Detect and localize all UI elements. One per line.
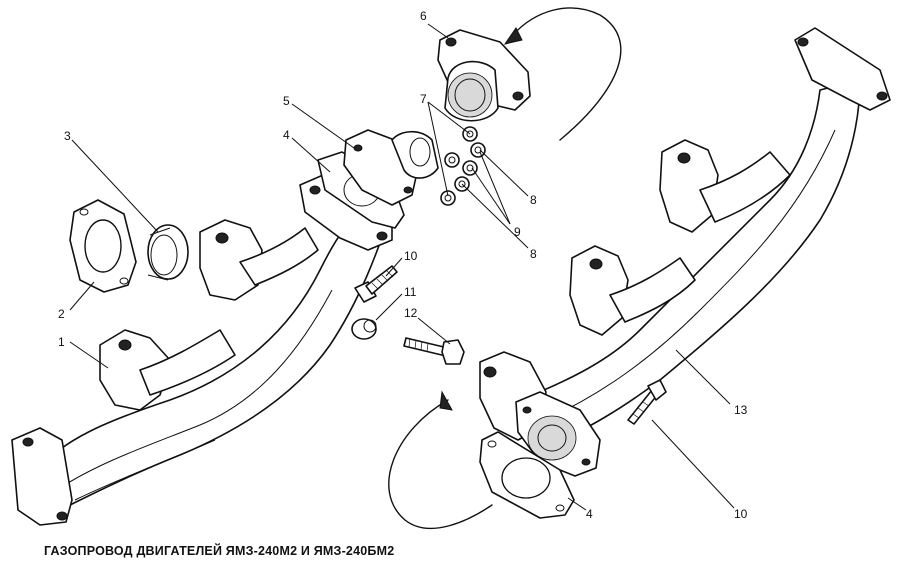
callout-8-bottom: 8 (530, 247, 537, 261)
callout-10-right: 10 (734, 507, 748, 521)
gasket-2 (69, 199, 137, 293)
callout-5: 5 (283, 94, 290, 108)
callout-2: 2 (58, 307, 65, 321)
assembly-arrow-bottom (388, 390, 493, 530)
callout-10-left: 10 (404, 249, 418, 263)
spacer-11 (351, 318, 377, 340)
gasket-4-right (479, 431, 575, 519)
callout-11: 11 (404, 285, 417, 299)
callout-1: 1 (58, 335, 65, 349)
callout-7: 7 (420, 92, 427, 106)
assembly-arrow-top (503, 7, 622, 141)
callout-4-left: 4 (283, 128, 290, 142)
flange-pipe-6 (437, 29, 531, 122)
callout-6: 6 (420, 9, 427, 23)
leader-lines (69, 23, 735, 511)
diagram-caption: ГАЗОПРОВОД ДВИГАТЕЛЕЙ ЯМЗ-240М2 И ЯМЗ-24… (44, 544, 395, 558)
bolt-10-right (627, 379, 667, 425)
bolt-12 (403, 337, 465, 365)
callout-3: 3 (64, 129, 71, 143)
callout-13: 13 (734, 403, 748, 417)
callout-12: 12 (404, 306, 418, 320)
elbow-pipe-5 (343, 129, 439, 206)
right-manifold (479, 27, 891, 477)
callout-4-right: 4 (586, 507, 593, 521)
callout-8-top: 8 (530, 193, 537, 207)
callout-9: 9 (514, 225, 521, 239)
callouts: 1 2 3 4 5 6 7 8 9 8 10 11 12 13 4 10 (58, 9, 748, 521)
seal-ring-3 (147, 224, 189, 281)
left-manifold (11, 171, 393, 526)
